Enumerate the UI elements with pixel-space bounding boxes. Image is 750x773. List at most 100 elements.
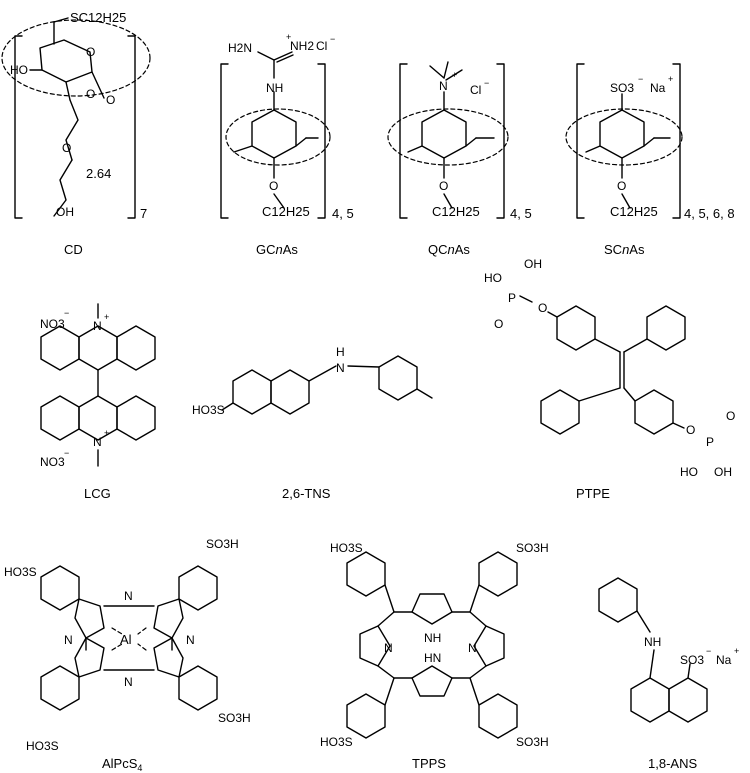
gcnas-amine-right: NH2 [290, 39, 314, 53]
ptpe-ho-bottom: HO [680, 465, 698, 479]
qcnas-benzene-ring [421, 109, 467, 159]
gcnas-chain: C12H25 [262, 204, 310, 219]
cd-glucose-ring [39, 39, 93, 83]
ans-sulfonate: SO3 [680, 653, 704, 667]
scnas-ether-oxygen: O [617, 179, 626, 193]
gcnas-counterion: Cl [316, 39, 327, 53]
tpps-n-right: N [468, 641, 477, 655]
tpps-sulfonic-bottom-left: HO3S [320, 735, 353, 749]
cd-peg-units: 2.64 [86, 166, 111, 181]
tpps-pyrrole-top [411, 593, 453, 625]
tns-naphthalene-ring-right [270, 369, 310, 415]
alpcs4-sulfonic-bottom-left: HO3S [26, 739, 59, 753]
tns-sulfonate: HO3S [192, 403, 225, 417]
lcg-ring-top-right [116, 325, 156, 371]
gcnas-amine-left: H2N [228, 41, 252, 55]
tns-naphthalene-ring-left [232, 369, 272, 415]
scnas-cavity-ellipse [565, 108, 683, 166]
lcg-nitrate-bottom: NO3 [40, 455, 65, 469]
cd-link-oxygen-2: O [106, 93, 115, 107]
scnas-minus: − [638, 74, 643, 84]
lcg-ring-bottom-center [78, 395, 118, 441]
tpps-phenyl-top-right [478, 551, 518, 597]
qcnas-bracket-right [496, 63, 505, 219]
tpps-pyrrole-bottom [411, 665, 453, 697]
gcnas-plus: + [286, 32, 291, 42]
tpps-phenyl-bottom-left [346, 693, 386, 739]
ans-minus: − [706, 646, 711, 656]
tpps-phenyl-top-left [346, 551, 386, 597]
scnas-label: SCnAs [604, 242, 645, 257]
gcnas-bracket-left [220, 63, 229, 219]
alpcs4-pyrrole-top-left [74, 598, 105, 639]
cd-link-oxygen-1: O [86, 87, 95, 101]
gcnas-benzene-ring [251, 109, 297, 159]
lcg-structure: N + NO3 − N + NO3 − LCG [40, 303, 156, 501]
qcnas-structure: N + Cl − O C12H25 4, 5 QCnAs [387, 61, 532, 257]
lcg-nitrogen-bottom: N [93, 435, 102, 449]
lcg-nitrate-top: NO3 [40, 317, 65, 331]
ptpe-po-top: O [494, 317, 503, 331]
alpcs4-meso-n-right: N [186, 633, 195, 647]
gcnas-nh: NH [266, 81, 283, 95]
alpcs4-sulfonic-bottom-right: SO3H [218, 711, 251, 725]
lcg-minus-top: − [64, 308, 69, 318]
alpcs4-pyrrole-top-right [153, 598, 184, 639]
tpps-n-left: N [384, 641, 393, 655]
lcg-nitrogen-top: N [93, 319, 102, 333]
cd-bracket-left [14, 35, 23, 219]
ptpe-structure: O P O HO OH O P O HO OH PTPE [484, 257, 735, 501]
cd-cavity-ellipse [1, 19, 151, 97]
ptpe-ho-top: HO [484, 271, 502, 285]
cd-label: CD [64, 242, 83, 257]
ans-structure: NH SO3 − Na + 1,8-ANS [598, 577, 739, 771]
ptpe-label: PTPE [576, 486, 610, 501]
gcnas-label: GCnAs [256, 242, 298, 257]
ptpe-oh-bottom: OH [714, 465, 732, 479]
tns-nh-n: N [336, 361, 345, 375]
tns-toluene-ring [378, 355, 418, 401]
lcg-ring-bottom-right [116, 395, 156, 441]
tpps-pyrrole-left [359, 625, 391, 667]
ans-naphthalene-ring-right [668, 677, 708, 723]
ptpe-ring-bottom-left [540, 389, 580, 435]
lcg-ring-top-left [40, 325, 80, 371]
scnas-bracket-left [576, 63, 585, 219]
ptpe-oxygen-top: O [538, 301, 547, 315]
alpcs4-meso-n-left: N [64, 633, 73, 647]
tpps-structure: NH HN N N HO3S SO3H HO3S SO3H TPPS [320, 541, 549, 771]
ptpe-ring-top-left [556, 305, 596, 351]
cd-terminal-oh: OH [56, 205, 74, 219]
ptpe-oxygen-bottom: O [686, 423, 695, 437]
scnas-sulfonate: SO3 [610, 81, 634, 95]
tpps-pyrrole-right [473, 625, 505, 667]
qcnas-plus: + [452, 70, 457, 80]
ptpe-phosphorus-top: P [508, 291, 516, 305]
scnas-plus: + [668, 74, 673, 84]
ptpe-po-bottom: O [726, 409, 735, 423]
tpps-phenyl-bottom-right [478, 693, 518, 739]
alpcs4-aluminium: Al [120, 632, 132, 647]
qcnas-bracket-left [399, 63, 408, 219]
tpps-hn-bottom: HN [424, 651, 441, 665]
ans-naphthalene-ring-left [630, 677, 670, 723]
tpps-sulfonic-top-left: HO3S [330, 541, 363, 555]
alpcs4-label: AlPcS4 [102, 756, 142, 773]
tpps-label: TPPS [412, 756, 446, 771]
ptpe-phosphorus-bottom: P [706, 435, 714, 449]
lcg-plus-top: + [104, 312, 109, 322]
tpps-nh-top: NH [424, 631, 441, 645]
qcnas-cavity-ellipse [387, 108, 509, 166]
gcnas-cavity-ellipse [225, 108, 331, 166]
gcnas-minus: − [330, 34, 335, 44]
gcnas-repeat-count: 4, 5 [332, 206, 354, 221]
ans-label: 1,8-ANS [648, 756, 697, 771]
scnas-repeat-count: 4, 5, 6, 8 [684, 206, 735, 221]
qcnas-counterion: Cl [470, 83, 481, 97]
scnas-benzene-ring [599, 109, 645, 159]
qcnas-chain: C12H25 [432, 204, 480, 219]
lcg-label: LCG [84, 486, 111, 501]
alpcs4-benzo-top-right [178, 565, 218, 611]
alpcs4-benzo-top-left [40, 565, 80, 611]
